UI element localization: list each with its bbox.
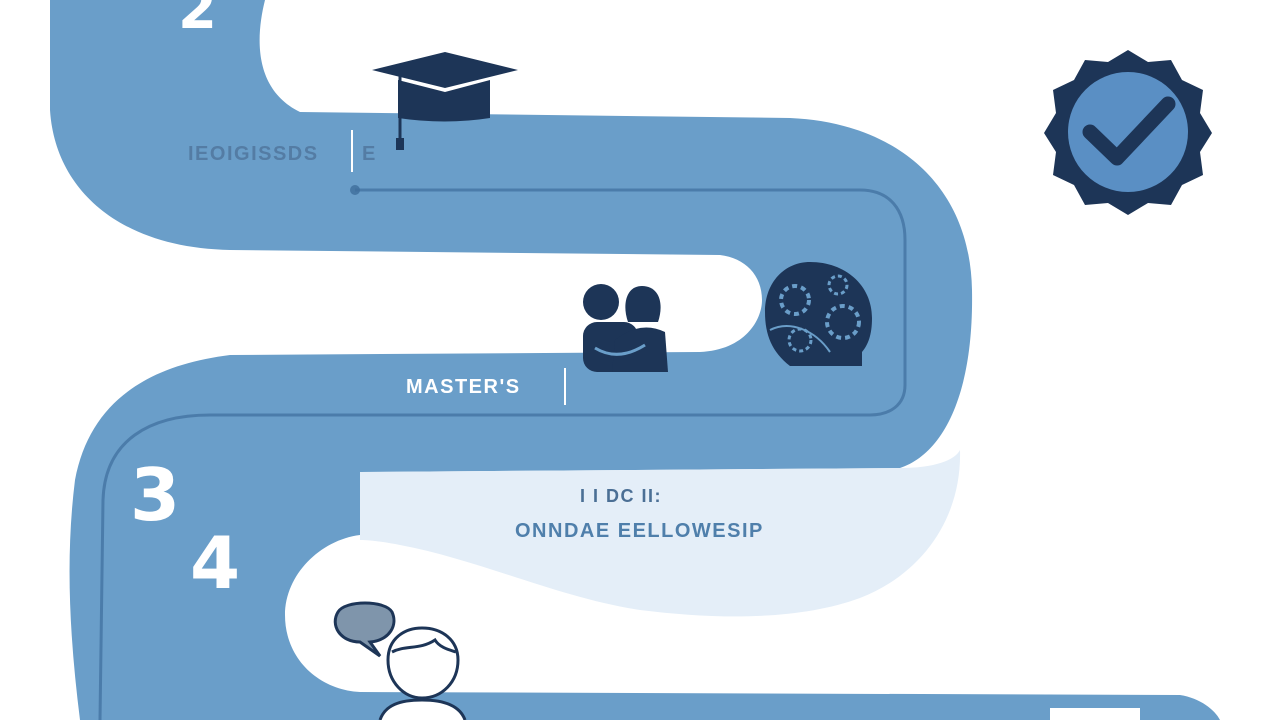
graduation-cap-icon xyxy=(372,52,518,150)
road-tab xyxy=(1050,708,1140,720)
step-2-tick-text: E xyxy=(362,143,377,165)
step-3-caption: I I DC II: xyxy=(580,486,662,506)
step-2-label: IEOIGISSDS xyxy=(188,143,319,165)
people-icon xyxy=(583,284,668,372)
person-icon xyxy=(378,626,467,720)
light-road-band xyxy=(360,450,961,617)
brain-gears-icon xyxy=(765,262,872,366)
track-line xyxy=(98,188,907,720)
speech-bubble-icon xyxy=(333,601,396,658)
step-number-3: 3 xyxy=(130,453,180,537)
step-number-4: 4 xyxy=(190,521,240,605)
track-dot xyxy=(350,185,360,195)
step-number-2: 2 xyxy=(178,0,217,42)
verified-badge-icon xyxy=(1044,50,1212,215)
masters-label: MASTER'S xyxy=(406,376,521,398)
fellowship-label: ONNDAE EELLOWESIP xyxy=(515,520,764,542)
